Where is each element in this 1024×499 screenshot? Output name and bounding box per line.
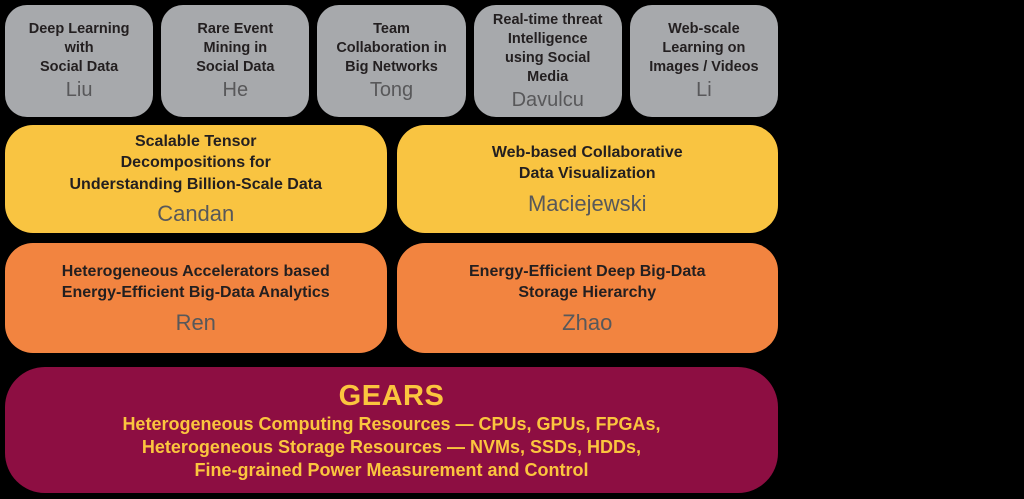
pi-name: He xyxy=(222,79,249,101)
gears-resources-line: Heterogeneous Storage Resources — NVMs, … xyxy=(141,436,642,457)
project-title: Scalable Tensor Decompositions for Under… xyxy=(69,132,322,193)
pi-name: Li xyxy=(696,79,712,101)
project-title: Energy-Efficient Deep Big-Data Storage H… xyxy=(469,262,706,302)
project-title: Web-based Collaborative Data Visualizati… xyxy=(491,143,683,183)
project-title: Deep Learning with Social Data xyxy=(28,21,130,75)
gears-resources-line: Heterogeneous Computing Resources — CPUs… xyxy=(122,413,661,434)
gears-title: GEARS xyxy=(338,379,445,412)
pi-name: Liu xyxy=(65,79,93,101)
project-box-ren: Heterogeneous Accelerators based Energy-… xyxy=(5,243,387,353)
project-box-tong: Team Collaboration in Big Networks Tong xyxy=(317,5,466,117)
project-box-li: Web-scale Learning on Images / Videos Li xyxy=(629,5,779,117)
pi-name: Tong xyxy=(369,79,414,101)
project-title: Rare Event Mining in Social Data xyxy=(196,21,275,75)
project-box-zhao: Energy-Efficient Deep Big-Data Storage H… xyxy=(396,243,778,353)
project-box-liu: Deep Learning with Social Data Liu xyxy=(5,5,154,117)
pi-name: Davulcu xyxy=(511,88,584,111)
gears-infrastructure-box: GEARS Heterogeneous Computing Resources … xyxy=(5,367,778,493)
project-box-davulcu: Real-time threat Intelligence using Soci… xyxy=(473,5,622,117)
project-box-he: Rare Event Mining in Social Data He xyxy=(161,5,310,117)
project-box-candan: Scalable Tensor Decompositions for Under… xyxy=(5,125,387,233)
pi-name: Maciejewski xyxy=(527,190,647,216)
project-title: Web-scale Learning on Images / Videos xyxy=(649,21,759,75)
project-box-maciejewski: Web-based Collaborative Data Visualizati… xyxy=(396,125,778,233)
middleware-projects-row: Scalable Tensor Decompositions for Under… xyxy=(5,125,778,233)
project-title: Real-time threat Intelligence using Soci… xyxy=(492,11,603,85)
pi-name: Ren xyxy=(175,309,216,335)
pi-name: Zhao xyxy=(562,309,613,335)
project-title: Heterogeneous Accelerators based Energy-… xyxy=(61,262,330,302)
project-title: Team Collaboration in Big Networks xyxy=(336,21,447,75)
pi-name: Candan xyxy=(157,201,235,227)
faculty-projects-row: Deep Learning with Social Data Liu Rare … xyxy=(5,5,779,117)
systems-projects-row: Heterogeneous Accelerators based Energy-… xyxy=(5,243,778,353)
gears-resources-line: Fine-grained Power Measurement and Contr… xyxy=(194,459,589,480)
